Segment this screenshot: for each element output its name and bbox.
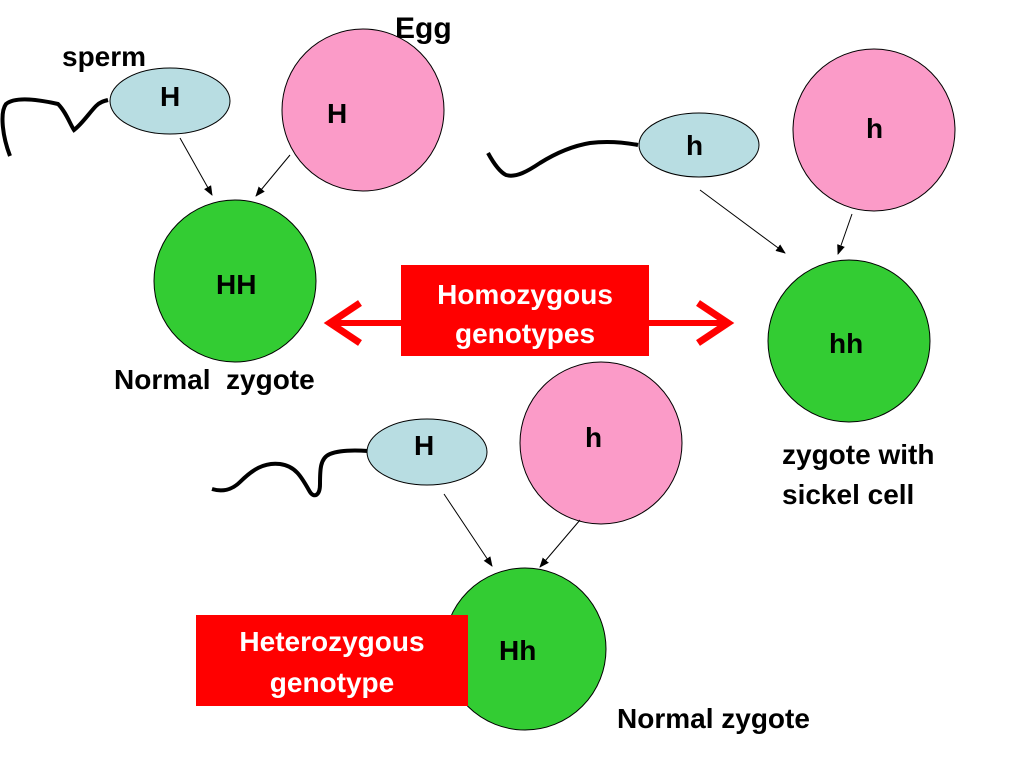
heterozygous-line2: genotype (270, 667, 394, 698)
egg-allele-bottom: h (585, 422, 602, 453)
egg-bottom (519, 361, 683, 525)
egg-allele-top-left: H (327, 98, 347, 129)
double-arrow-left-head (323, 300, 362, 346)
normal-zygote-left-label: Normal zygote (114, 364, 315, 395)
egg-label: Egg (395, 12, 452, 45)
zygote-allele-HH: HH (216, 269, 256, 300)
sperm-tail-bottom (211, 448, 369, 498)
zygote-allele-Hh: Hh (499, 635, 536, 666)
arrow-sperm-to-hh (699, 189, 786, 254)
sperm-allele-top-right: h (686, 130, 703, 161)
heterozygous-box (196, 615, 468, 706)
sickle-label-line1: zygote with (782, 439, 934, 470)
egg-allele-top-right: h (866, 113, 883, 144)
zygote-allele-hh: hh (829, 328, 863, 359)
homozygous-line1: Homozygous (437, 279, 613, 310)
arrow-egg-to-hh (837, 213, 853, 255)
sickle-label-line2: sickel cell (782, 479, 914, 510)
egg-top-right (792, 48, 956, 212)
heterozygous-line1: Heterozygous (239, 626, 424, 657)
double-arrow-right-head (696, 300, 735, 346)
sperm-tail-top-left (0, 97, 109, 157)
homozygous-box (401, 265, 649, 356)
zygote-hh (767, 259, 931, 423)
homozygous-line2: genotypes (455, 318, 595, 349)
arrow-sperm-to-HH (179, 137, 213, 196)
sperm-head-top-left (109, 67, 231, 135)
sperm-head-top-right (638, 112, 760, 178)
sperm-head-bottom (366, 418, 488, 486)
normal-zygote-bottom-label: Normal zygote (617, 703, 810, 734)
arrow-sperm-to-Hh (443, 493, 493, 567)
sperm-allele-bottom: H (414, 430, 434, 461)
arrow-egg-to-Hh (539, 519, 581, 568)
sperm-label: sperm (62, 41, 146, 72)
egg-top-left (281, 28, 445, 192)
sperm-allele-top-left: H (160, 81, 180, 112)
zygote-HH (153, 199, 317, 363)
arrow-egg-to-HH (255, 154, 291, 197)
sperm-tail-top-right (486, 139, 639, 178)
